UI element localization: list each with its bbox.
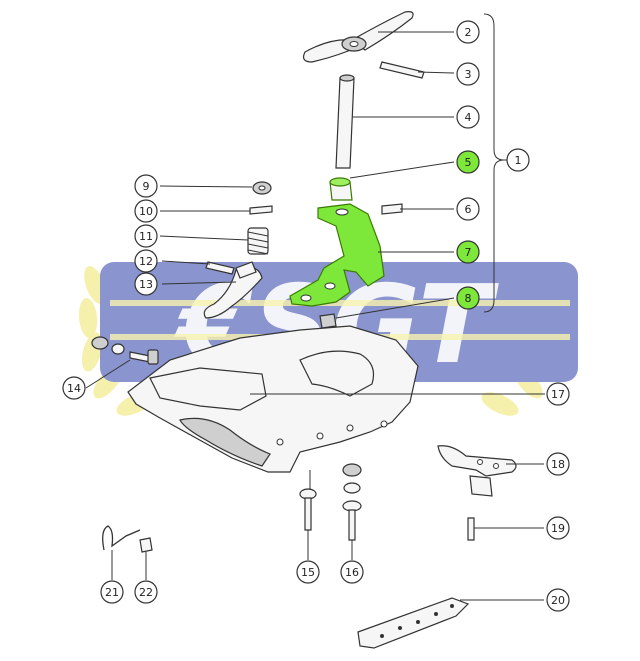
callout-number: 5 bbox=[465, 156, 472, 169]
callout-number: 8 bbox=[465, 292, 472, 305]
callout-number: 9 bbox=[143, 180, 150, 193]
callout-circle bbox=[100, 580, 124, 604]
callout-circle bbox=[134, 174, 158, 198]
callout-number: 10 bbox=[139, 205, 153, 218]
part-20-blade-strip bbox=[357, 597, 470, 649]
part-4-shaft bbox=[335, 74, 355, 169]
callout-16: 16 bbox=[340, 560, 364, 584]
callout-circle bbox=[506, 148, 530, 172]
callout-number: 15 bbox=[301, 566, 315, 579]
callout-18: 18 bbox=[546, 452, 570, 476]
callout-circle bbox=[456, 150, 480, 174]
callout-6: 6 bbox=[456, 197, 480, 221]
callout-circle bbox=[134, 249, 158, 273]
part-22-pin bbox=[139, 537, 153, 553]
callout-17: 17 bbox=[546, 382, 570, 406]
part-2-twin-lever bbox=[302, 11, 414, 63]
callout-3: 3 bbox=[456, 62, 480, 86]
part-12-pin bbox=[205, 261, 235, 275]
callout-4: 4 bbox=[456, 105, 480, 129]
callout-circle bbox=[456, 62, 480, 86]
callout-circle bbox=[134, 272, 158, 296]
callout-14: 14 bbox=[62, 376, 86, 400]
leader-lines bbox=[85, 13, 545, 601]
callout-9: 9 bbox=[134, 174, 158, 198]
callout-22: 22 bbox=[134, 580, 158, 604]
callout-20: 20 bbox=[546, 588, 570, 612]
callout-number: 3 bbox=[465, 68, 472, 81]
callout-15: 15 bbox=[296, 560, 320, 584]
part-15-carriage-bolt bbox=[299, 488, 317, 531]
callout-number: 12 bbox=[139, 255, 153, 268]
callout-number: 7 bbox=[465, 246, 472, 259]
callout-circle bbox=[134, 580, 158, 604]
callout-circle bbox=[456, 20, 480, 44]
part-13-lever bbox=[203, 261, 263, 319]
callout-circle bbox=[546, 516, 570, 540]
part-11-spring bbox=[247, 227, 269, 255]
callout-circle bbox=[456, 105, 480, 129]
part-5-nut bbox=[329, 177, 353, 201]
part-7-bracket bbox=[289, 203, 385, 307]
callout-number: 6 bbox=[465, 203, 472, 216]
callout-circle bbox=[546, 588, 570, 612]
callout-21: 21 bbox=[100, 580, 124, 604]
part-14-bolt-set bbox=[91, 336, 159, 365]
callout-number: 11 bbox=[139, 230, 153, 243]
callout-number: 21 bbox=[105, 586, 119, 599]
callout-circle bbox=[456, 286, 480, 310]
part-10-pin bbox=[249, 205, 273, 215]
callout-13: 13 bbox=[134, 272, 158, 296]
callout-number: 17 bbox=[551, 388, 565, 401]
part-17-deck-housing bbox=[127, 325, 419, 473]
part-19-pin bbox=[467, 517, 475, 541]
part-9-nut bbox=[252, 181, 272, 195]
callout-number: 14 bbox=[67, 382, 81, 395]
part-3-pin bbox=[379, 61, 425, 79]
part-6-screw bbox=[381, 203, 403, 215]
callout-number: 13 bbox=[139, 278, 153, 291]
callout-circle bbox=[134, 199, 158, 223]
callout-2: 2 bbox=[456, 20, 480, 44]
callout-number: 20 bbox=[551, 594, 565, 607]
callout-5: 5 bbox=[456, 150, 480, 174]
callout-1: 1 bbox=[506, 148, 530, 172]
callout-circle bbox=[340, 560, 364, 584]
part-8-bushing bbox=[319, 313, 337, 329]
callout-8: 8 bbox=[456, 286, 480, 310]
part-18-mount-plate bbox=[437, 445, 517, 497]
callout-number: 22 bbox=[139, 586, 153, 599]
part-21-spring-clip bbox=[102, 525, 141, 551]
callout-11: 11 bbox=[134, 224, 158, 248]
callout-circle bbox=[296, 560, 320, 584]
callout-number: 18 bbox=[551, 458, 565, 471]
callout-circle bbox=[456, 240, 480, 264]
callout-circle bbox=[134, 224, 158, 248]
callout-19: 19 bbox=[546, 516, 570, 540]
callout-12: 12 bbox=[134, 249, 158, 273]
callout-number: 1 bbox=[515, 154, 522, 167]
callout-circle bbox=[546, 382, 570, 406]
callout-circle bbox=[456, 197, 480, 221]
callout-10: 10 bbox=[134, 199, 158, 223]
callout-circle bbox=[62, 376, 86, 400]
callout-circle bbox=[546, 452, 570, 476]
part-16-bolt-stack bbox=[342, 463, 362, 541]
callout-number: 16 bbox=[345, 566, 359, 579]
callout-number: 19 bbox=[551, 522, 565, 535]
callout-number: 4 bbox=[465, 111, 472, 124]
callout-number: 2 bbox=[465, 26, 472, 39]
callout-7: 7 bbox=[456, 240, 480, 264]
